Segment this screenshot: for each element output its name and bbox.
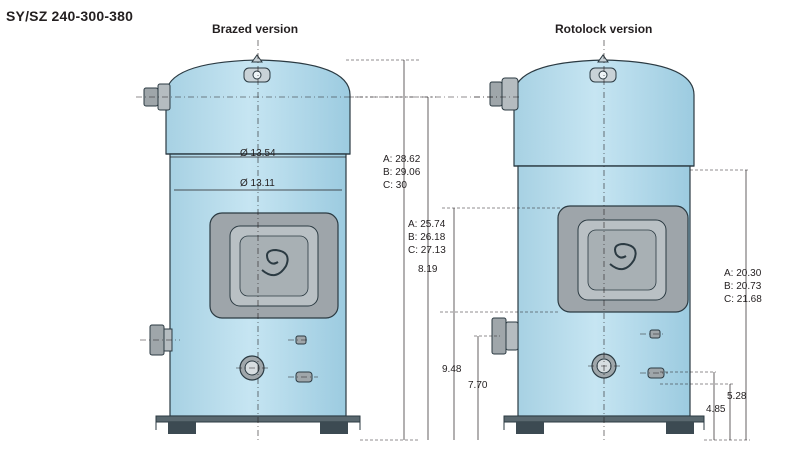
brazed-lifting-lug (243, 54, 271, 83)
dimension-lines (403, 60, 747, 440)
extension-lines (346, 59, 750, 441)
rotolock-oil-lower-label: 4.85 (706, 404, 726, 415)
brazed-version-heading: Brazed version (212, 22, 299, 36)
rotolock-version-heading: Rotolock version (555, 22, 653, 36)
rotolock-suction-connector (489, 77, 519, 111)
center-lines (136, 40, 668, 440)
brazed-height-b-label: B: 29.06 (383, 167, 421, 178)
rotolock-suction-lower-label: 9.48 (442, 364, 462, 375)
rotolock-terminal-box (557, 205, 689, 313)
brazed-suction-c-label: C: 27.13 (408, 245, 446, 256)
page-title: SY/SZ 240-300-380 (6, 8, 134, 24)
brazed-suction-a-label: A: 25.74 (408, 219, 446, 230)
brazed-height-c-label: C: 30 (383, 180, 407, 191)
brazed-terminal-box (209, 212, 339, 319)
rotolock-height-c-label: C: 21.68 (724, 294, 762, 305)
brazed-body-diameter-label: Ø 13.11 (240, 178, 275, 189)
rotolock-lifting-lug (589, 54, 617, 83)
rotolock-discharge-lower-label: 7.70 (468, 380, 488, 391)
brazed-compressor (143, 54, 361, 434)
rotolock-compressor (489, 54, 705, 434)
rotolock-oil-upper-label: 5.28 (727, 391, 747, 402)
brazed-height-a-label: A: 28.62 (383, 154, 421, 165)
brazed-top-diameter-label: Ø 13.54 (240, 148, 276, 159)
brazed-discharge-height-label: 8.19 (418, 264, 438, 275)
rotolock-height-a-label: A: 20.30 (724, 268, 762, 279)
brazed-suction-b-label: B: 26.18 (408, 232, 446, 243)
rotolock-height-b-label: B: 20.73 (724, 281, 762, 292)
